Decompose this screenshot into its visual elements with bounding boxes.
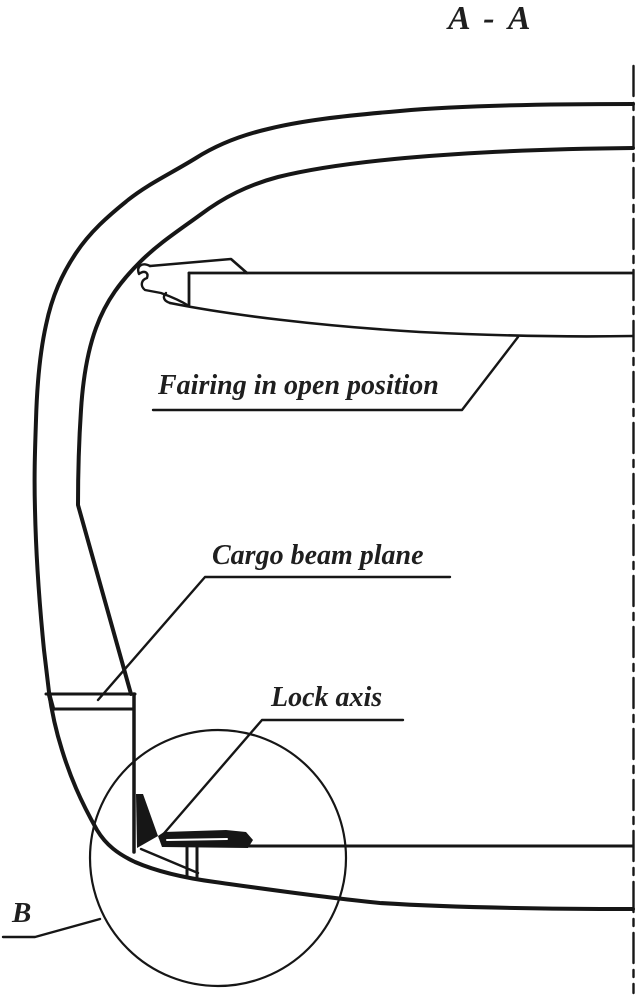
detail-b-circle (88, 728, 348, 988)
cargo-beam-left-cap (46, 691, 56, 712)
fairing-bottom-curve (168, 301, 635, 338)
detail-b-label: B (12, 897, 32, 929)
cargo-beam-leader-line (96, 575, 452, 702)
hull-outer-skin (32, 102, 635, 911)
lock-skin-strip (139, 847, 200, 875)
lock-bar-slit (166, 838, 228, 841)
detail-b-leader-line (1, 917, 102, 939)
fairing-hook-detail (137, 263, 191, 308)
fairing-leader-line (151, 335, 520, 412)
lock-axis-leader-line (158, 718, 405, 840)
hull-inner-skin (76, 146, 635, 696)
fairing-top-lip (148, 257, 249, 275)
cargo-beam-section (44, 691, 137, 712)
lock-wedge (136, 794, 158, 848)
cargo-beam-label: Cargo beam plane (212, 540, 424, 571)
lock-assembly (136, 794, 253, 879)
fairing-label: Fairing in open position (158, 370, 439, 401)
lock-axis-label: Lock axis (271, 682, 383, 713)
fairing-hook-curl (162, 291, 172, 305)
section-title: A - A (448, 0, 534, 37)
fairing-open-position (137, 257, 635, 338)
